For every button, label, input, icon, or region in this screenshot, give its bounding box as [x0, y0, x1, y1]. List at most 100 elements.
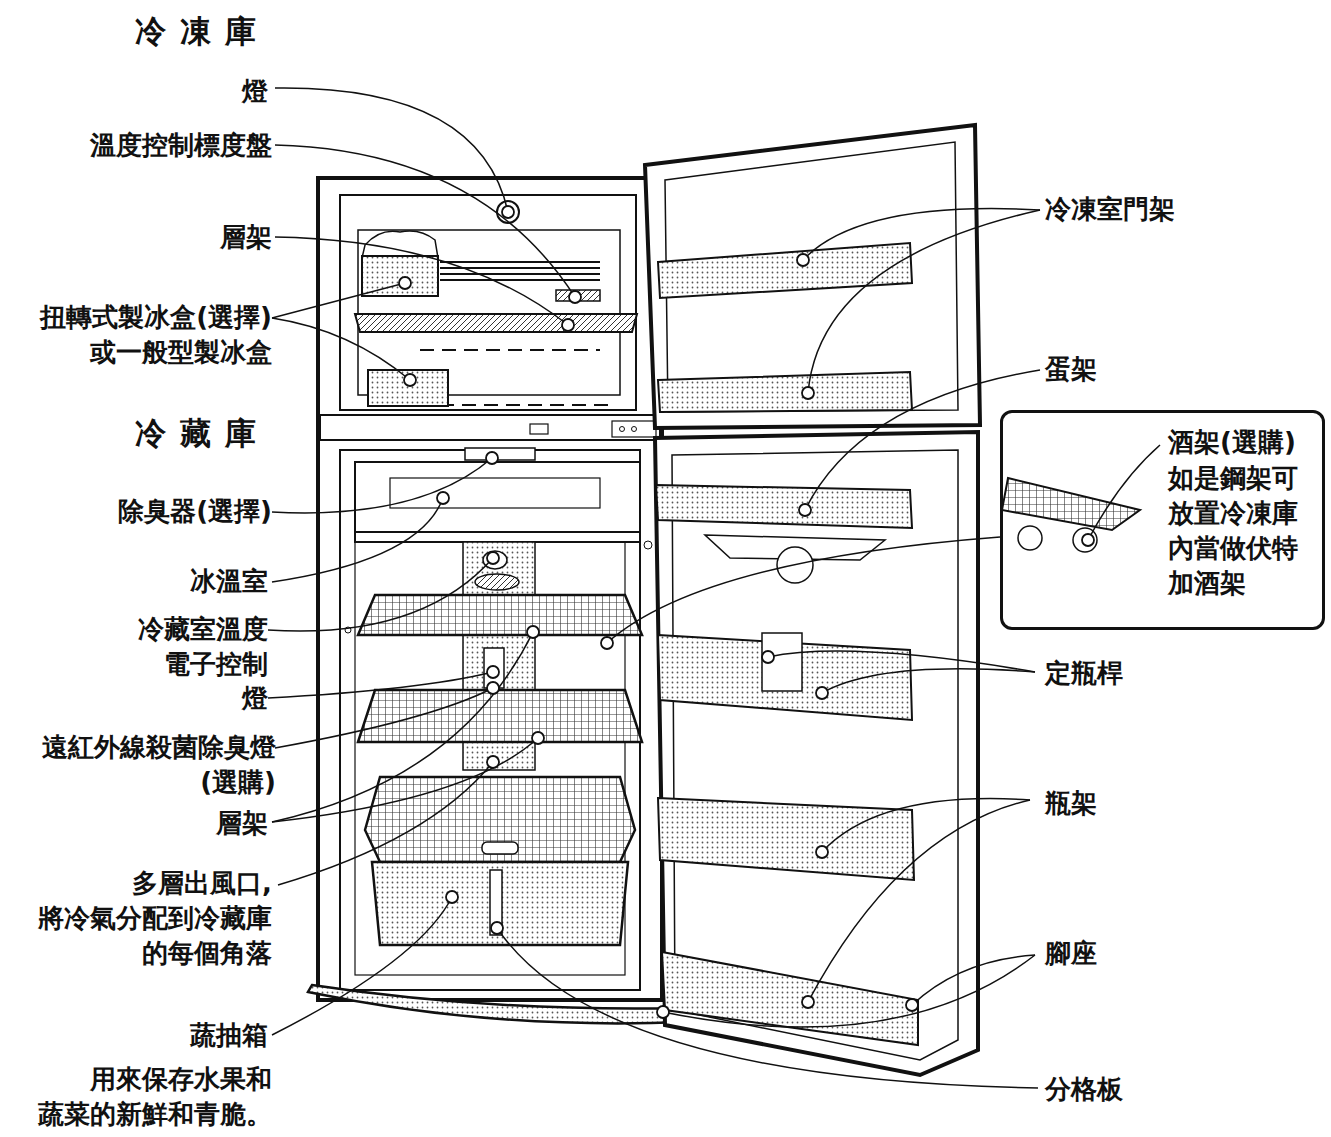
leader-dots-part [816, 846, 828, 858]
freezer-interior-part [362, 256, 438, 296]
part-label: 燈 [188, 681, 268, 716]
leader-lines-part [805, 370, 1040, 510]
leader-dots-part [491, 922, 503, 934]
doors-part [655, 432, 978, 1075]
section-heading: 冷藏庫 [100, 416, 270, 451]
part-label: 定瓶桿 [1045, 656, 1185, 691]
leader-dots-part [404, 374, 416, 386]
leader-lines-part [272, 283, 405, 318]
part-label: 遠紅外線殺菌除臭燈 (選購) [0, 730, 276, 800]
leader-dots-part [799, 504, 811, 516]
leader-dots-part [562, 319, 574, 331]
leader-lines-part [822, 799, 1030, 852]
doors [645, 125, 980, 1075]
cabinet-part [308, 985, 685, 1023]
leader-lines-part [275, 88, 508, 212]
part-label: 用來保存水果和 蔬菜的新鮮和青脆。 [0, 1062, 272, 1132]
cabinet-part [530, 424, 548, 434]
leader-dots-part [502, 206, 514, 218]
fridge-interior-part [483, 551, 507, 569]
leader-lines-part [808, 800, 1030, 1002]
fridge-interior [345, 448, 652, 945]
part-label: 蔬抽箱 [148, 1018, 268, 1053]
fridge-interior-part [482, 842, 518, 854]
leader-lines-part [272, 897, 452, 1035]
part-label: 扭轉式製冰盒(選擇) 或一般型製冰盒 [0, 300, 272, 370]
leader-dots-part [399, 277, 411, 289]
leader-lines-part [272, 458, 492, 513]
part-label: 冷凍室門架 [1045, 192, 1245, 227]
leader-lines-part [912, 955, 1035, 1005]
cabinet-part [620, 427, 625, 432]
part-label: 燈 [188, 74, 268, 109]
leader-dots-part [487, 756, 499, 768]
freezer-interior-part [503, 207, 513, 217]
leader-lines-part [497, 928, 1038, 1088]
wine-rack-inset-art-part [1018, 526, 1042, 550]
fridge-interior-part [358, 595, 642, 635]
leader-lines-part [607, 537, 1000, 643]
leader-dots-part [802, 387, 814, 399]
leader-lines-part [663, 955, 1035, 1027]
part-label: 腳座 [1045, 936, 1165, 971]
doors-part [658, 372, 912, 412]
leader-lines-part [808, 210, 1040, 393]
part-label: 溫度控制標度盤 [32, 128, 272, 163]
doors-part [645, 125, 980, 428]
leader-lines-part [275, 688, 493, 748]
wine-rack-inset-art-part [1002, 478, 1140, 530]
leader-lines-part [275, 145, 575, 297]
leader-lines-part [268, 558, 493, 631]
doors-part [658, 243, 912, 298]
inset-box: 酒架(選購)如是鋼架可 放置冷凍庫 內當做伏特 加酒架 [1000, 410, 1325, 630]
leader-lines-part [268, 672, 493, 698]
leader-dots-part [487, 552, 499, 564]
leader-lines-part [272, 632, 533, 822]
leader-dots-part [762, 651, 774, 663]
fridge-interior-part [365, 777, 635, 862]
section-heading: 冷凍庫 [100, 14, 270, 49]
part-label: 蛋架 [1045, 352, 1165, 387]
part-label: 分格板 [1045, 1072, 1185, 1107]
freezer-interior [355, 201, 637, 406]
part-label: 層架 [172, 220, 272, 255]
fridge-interior-part [355, 462, 640, 534]
fridge-interior-part [490, 870, 502, 935]
cabinet-part [612, 421, 656, 437]
leader-dots-part [532, 732, 544, 744]
leader-dots-part [486, 452, 498, 464]
leader-dots [399, 206, 1094, 1018]
leader-dots-part [816, 687, 828, 699]
leader-dots-part [1082, 534, 1094, 546]
freezer-interior-part [440, 262, 600, 280]
fridge-interior-part [644, 541, 652, 549]
leader-dots-part [657, 1006, 669, 1018]
cabinet-part [632, 427, 637, 432]
doors-part [662, 952, 918, 1045]
cabinet-part [320, 415, 660, 440]
fridge-interior-part [465, 448, 535, 460]
fridge-interior-part [372, 862, 628, 945]
leader-lines-part [275, 237, 568, 325]
leader-dots-part [487, 682, 499, 694]
cabinet-part [340, 195, 636, 410]
leader-lines-part [803, 209, 1040, 260]
cabinet [308, 178, 685, 1023]
leader-lines-part [272, 738, 538, 822]
doors-part [658, 798, 914, 880]
part-label: 冷藏室溫度 電子控制 [108, 612, 268, 682]
freezer-interior-part [355, 314, 637, 332]
doors-part [762, 633, 802, 691]
leader-dots-part [437, 492, 449, 504]
part-label: 除臭器(選擇) [52, 494, 272, 529]
inset-note: 如是鋼架可 放置冷凍庫 內當做伏特 加酒架 [1168, 461, 1318, 601]
leader-lines-part [1088, 445, 1160, 540]
cabinet-part [318, 178, 662, 1000]
leader-dots-part [569, 291, 581, 303]
inset-heading: 酒架(選購) [1168, 425, 1318, 460]
part-label: 瓶架 [1045, 786, 1165, 821]
leader-lines-part [272, 498, 443, 582]
leader-lines-part [822, 669, 1035, 693]
freezer-interior-part [497, 201, 519, 223]
